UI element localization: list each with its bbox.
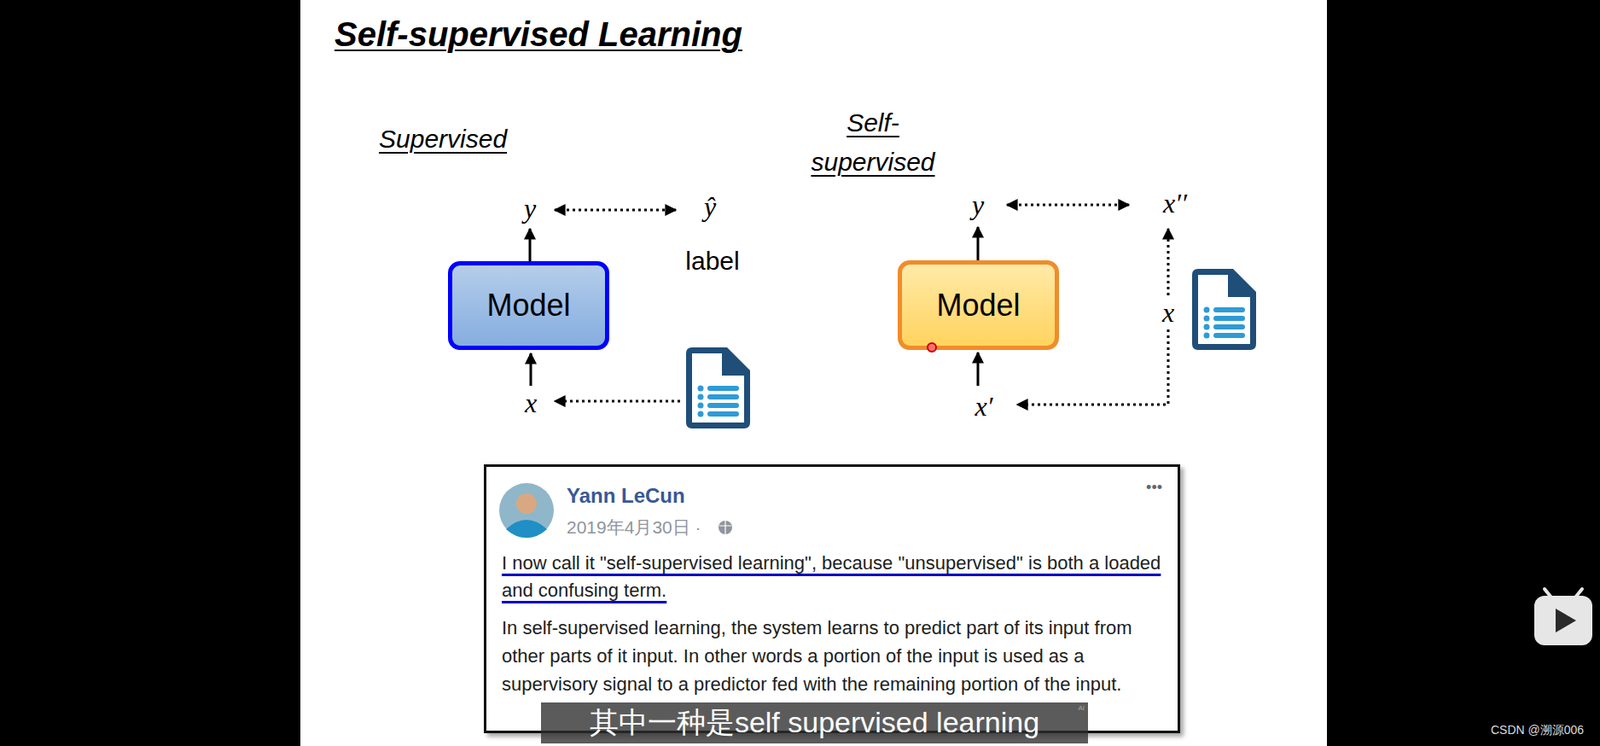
variable: x: [524, 387, 537, 419]
model-label: Model: [486, 287, 571, 324]
watermark: CSDN @溯源006: [1490, 722, 1584, 739]
author-name: Yann LeCun: [566, 483, 686, 508]
slide-title: Self-supervised Learning: [334, 15, 743, 54]
document-icon: [1192, 268, 1257, 350]
variable: x: [1162, 296, 1175, 329]
document-icon: [686, 347, 751, 429]
post-quote: I now call it "self-supervised learning"…: [501, 549, 1168, 605]
subtitle-bar: 其中一种是self supervised learning AI: [541, 702, 1088, 744]
section-heading: Self- supervised: [787, 103, 959, 182]
variable: y: [971, 189, 984, 222]
output-arrow: [977, 226, 980, 261]
label-text: label: [685, 246, 739, 276]
compare-arrow: [554, 209, 676, 212]
subtitle-text: 其中一种是self supervised learning: [589, 703, 1040, 743]
output-arrow: [529, 228, 532, 262]
social-post: Yann LeCun 2019年4月30日 · ••• I now call it "…: [483, 464, 1181, 734]
model-box: Model: [448, 261, 610, 350]
data-arrow: [554, 400, 681, 403]
ai-mark: AI: [1077, 704, 1085, 712]
variable: y: [523, 192, 536, 225]
play-icon: [1534, 588, 1593, 646]
post-date: 2019年4月30日 ·: [566, 515, 702, 540]
compare-arrow: [1006, 203, 1129, 207]
variable: x′′: [1163, 187, 1187, 220]
model-label: Model: [936, 287, 1020, 324]
variable: ŷ: [704, 191, 716, 223]
model-box: Model: [897, 260, 1059, 350]
menu-dots: •••: [1146, 478, 1163, 497]
variable: x′: [974, 390, 993, 423]
input-arrow: [529, 353, 533, 386]
split-arrow: [1167, 228, 1170, 296]
post-body: In self-supervised learning, the system …: [501, 613, 1168, 699]
input-arrow: [977, 352, 980, 386]
section-heading: Supervised: [378, 124, 507, 154]
